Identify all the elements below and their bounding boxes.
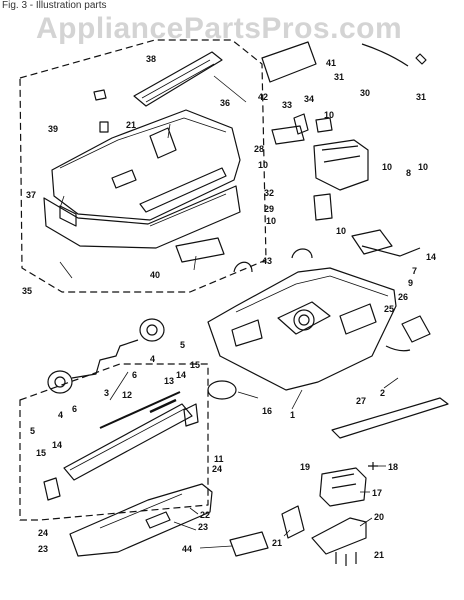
wheel-left: [47, 370, 73, 394]
callout-38: 38: [146, 54, 156, 64]
callout-23a: 23: [198, 522, 208, 532]
callout-20: 20: [374, 512, 384, 522]
callout-41: 41: [326, 58, 336, 68]
brush-roll: [63, 403, 193, 481]
callout-5b: 5: [30, 426, 35, 436]
header-fragment: Fig. 3 - Illustration parts: [2, 0, 107, 11]
callout-34: 34: [304, 94, 314, 104]
callout-23b: 23: [38, 544, 48, 554]
part-33: [293, 113, 309, 135]
callout-16: 16: [262, 406, 272, 416]
switch-housing: [313, 139, 369, 191]
callout-44: 44: [182, 544, 192, 554]
filter-pad: [229, 531, 269, 557]
part-34: [315, 117, 333, 133]
callout-8: 8: [406, 168, 411, 178]
callout-11: 11: [214, 454, 224, 464]
callout-14b: 14: [52, 440, 62, 450]
callout-10f: 10: [336, 226, 346, 236]
end-cap-left: [43, 477, 61, 501]
callout-10b: 10: [258, 160, 268, 170]
callout-35: 35: [22, 286, 32, 296]
callout-10e: 10: [266, 216, 276, 226]
callout-39: 39: [48, 124, 58, 134]
base-housing: [207, 267, 397, 391]
callout-28: 28: [254, 144, 264, 154]
callout-9: 9: [408, 278, 413, 288]
part-28: [271, 125, 305, 145]
part-39: [99, 121, 109, 133]
wheel-right: [139, 318, 165, 342]
callout-4b: 4: [58, 410, 63, 420]
callout-19: 19: [300, 462, 310, 472]
label-plate: [175, 237, 225, 263]
callout-6a: 6: [132, 370, 137, 380]
brush-bar-13: [149, 398, 177, 414]
callout-22: 22: [200, 510, 210, 520]
bag-holder: [281, 505, 305, 539]
callout-24a: 24: [212, 464, 222, 474]
part-38: [93, 89, 107, 101]
callout-30: 30: [360, 88, 370, 98]
callout-37: 37: [26, 190, 36, 200]
callout-26: 26: [398, 292, 408, 302]
belt: [207, 380, 237, 400]
hood-body: [51, 109, 241, 221]
callout-1: 1: [290, 410, 295, 420]
latch-9: [351, 229, 393, 255]
part-25: [385, 345, 411, 352]
callout-17: 17: [372, 488, 382, 498]
callout-18: 18: [388, 462, 398, 472]
callout-12: 12: [122, 390, 132, 400]
callout-31b: 31: [416, 92, 426, 102]
brushroll-group-outline: [19, 363, 209, 521]
callout-27: 27: [356, 396, 366, 406]
handle-grip: [133, 51, 223, 107]
axle: [71, 339, 139, 379]
callout-15b: 15: [36, 448, 46, 458]
end-cap-right: [183, 403, 199, 427]
callout-24b: 24: [38, 528, 48, 538]
cover-plate: [261, 41, 317, 83]
hood-group-outline: [19, 39, 267, 293]
cord: [361, 43, 409, 67]
motor: [319, 467, 367, 507]
motor-cover: [311, 517, 367, 555]
callout-2: 2: [380, 388, 385, 398]
callout-43: 43: [262, 256, 272, 266]
callout-25: 25: [384, 304, 394, 314]
callout-10d: 10: [418, 162, 428, 172]
callout-10a: 10: [324, 110, 334, 120]
callout-13: 13: [164, 376, 174, 386]
callout-4a: 4: [150, 354, 155, 364]
callout-32: 32: [264, 188, 274, 198]
callout-6b: 6: [72, 404, 77, 414]
callout-29: 29: [264, 204, 274, 214]
callout-10c: 10: [382, 162, 392, 172]
callout-15a: 15: [190, 360, 200, 370]
callout-40: 40: [150, 270, 160, 280]
bumper-strip: [331, 397, 449, 439]
part-26: [401, 315, 431, 343]
callout-31a: 31: [334, 72, 344, 82]
clip-43a: [233, 261, 253, 273]
callout-14c: 14: [426, 252, 436, 262]
callout-7: 7: [412, 266, 417, 276]
bottom-plate: [69, 483, 213, 557]
callout-21b: 21: [374, 550, 384, 560]
callout-36: 36: [220, 98, 230, 108]
callout-3: 3: [104, 388, 109, 398]
clip-43b: [291, 248, 313, 259]
brush-strip: [99, 391, 181, 429]
callout-5a: 5: [180, 340, 185, 350]
callout-33: 33: [282, 100, 292, 110]
callout-21a: 21: [272, 538, 282, 548]
bracket-29: [313, 193, 333, 221]
callout-42: 42: [258, 92, 268, 102]
callout-14a: 14: [176, 370, 186, 380]
callout-21c: 21: [126, 120, 136, 130]
hood-base: [43, 185, 241, 249]
